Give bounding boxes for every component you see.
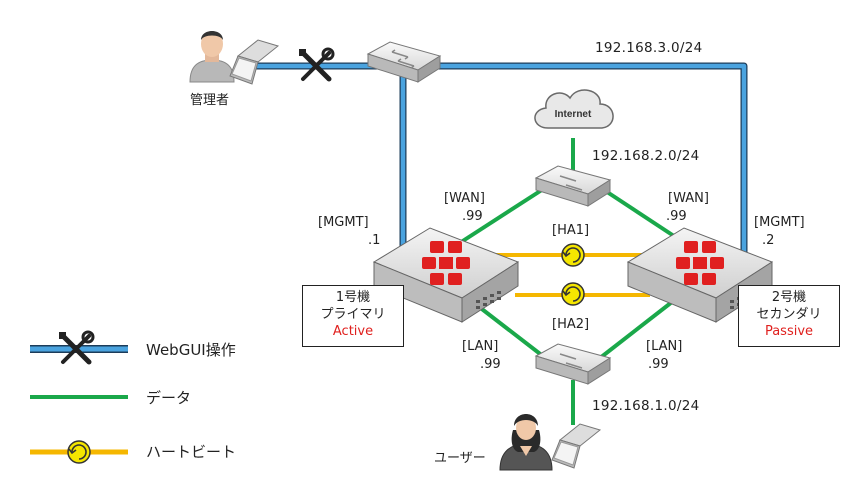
- wrench-screwdriver-icon: [299, 47, 335, 82]
- mgmt-addr-left: .1: [368, 233, 381, 248]
- heartbeat-icon: [561, 243, 585, 267]
- primary-unit-number: 1号機: [335, 290, 371, 305]
- secondary-unit-box: 2号機 セカンダリ Passive: [738, 285, 840, 347]
- legend-heartbeat-label: ハートビート: [146, 443, 237, 461]
- secondary-unit-role: セカンダリ: [756, 307, 822, 322]
- primary-unit-box: 1号機 プライマリ Active: [302, 285, 404, 347]
- heartbeat-icon: [561, 282, 585, 306]
- switch-mgmt: [366, 41, 442, 83]
- laptop-icon: [229, 39, 280, 85]
- wrench-screwdriver-icon: [59, 330, 95, 365]
- legend-webgui-label: WebGUI操作: [146, 341, 236, 359]
- admin-label: 管理者: [190, 93, 230, 108]
- legend-data-label: データ: [146, 389, 192, 407]
- lan-addr-left: .99: [480, 357, 501, 372]
- secondary-unit-status: Passive: [764, 324, 814, 339]
- heartbeat-icon: [67, 440, 91, 464]
- wan-port-right: [WAN]: [668, 191, 709, 206]
- switch-wan: [534, 165, 612, 207]
- user-person-icon: [499, 414, 553, 471]
- fortigate-primary: [372, 227, 520, 323]
- admin-person-icon: [189, 31, 235, 83]
- primary-unit-role: プライマリ: [320, 307, 386, 322]
- mgmt-port-right: [MGMT]: [754, 215, 805, 230]
- ha1-label: [HA1]: [552, 223, 590, 238]
- internet-label: Internet: [555, 109, 592, 120]
- mgmt-port-left: [MGMT]: [318, 215, 369, 230]
- lan-port-right: [LAN]: [646, 339, 683, 354]
- secondary-unit-number: 2号機: [771, 290, 807, 305]
- mgmt-addr-right: .2: [762, 233, 775, 248]
- switch-lan: [534, 343, 612, 385]
- ha2-label: [HA2]: [552, 317, 590, 332]
- wan-addr-left: .99: [462, 209, 483, 224]
- wan-port-left: [WAN]: [444, 191, 485, 206]
- wan-network-label: 192.168.2.0/24: [592, 148, 700, 164]
- lan-addr-right: .99: [648, 357, 669, 372]
- primary-unit-status: Active: [332, 324, 374, 339]
- lan-port-left: [LAN]: [462, 339, 499, 354]
- mgmt-network-label: 192.168.3.0/24: [595, 40, 703, 56]
- internet-cloud: [534, 89, 614, 129]
- mgmt-lines: [255, 62, 748, 252]
- user-label: ユーザー: [434, 451, 486, 466]
- lan-network-label: 192.168.1.0/24: [592, 398, 700, 414]
- wan-addr-right: .99: [666, 209, 687, 224]
- laptop-icon: [551, 423, 602, 469]
